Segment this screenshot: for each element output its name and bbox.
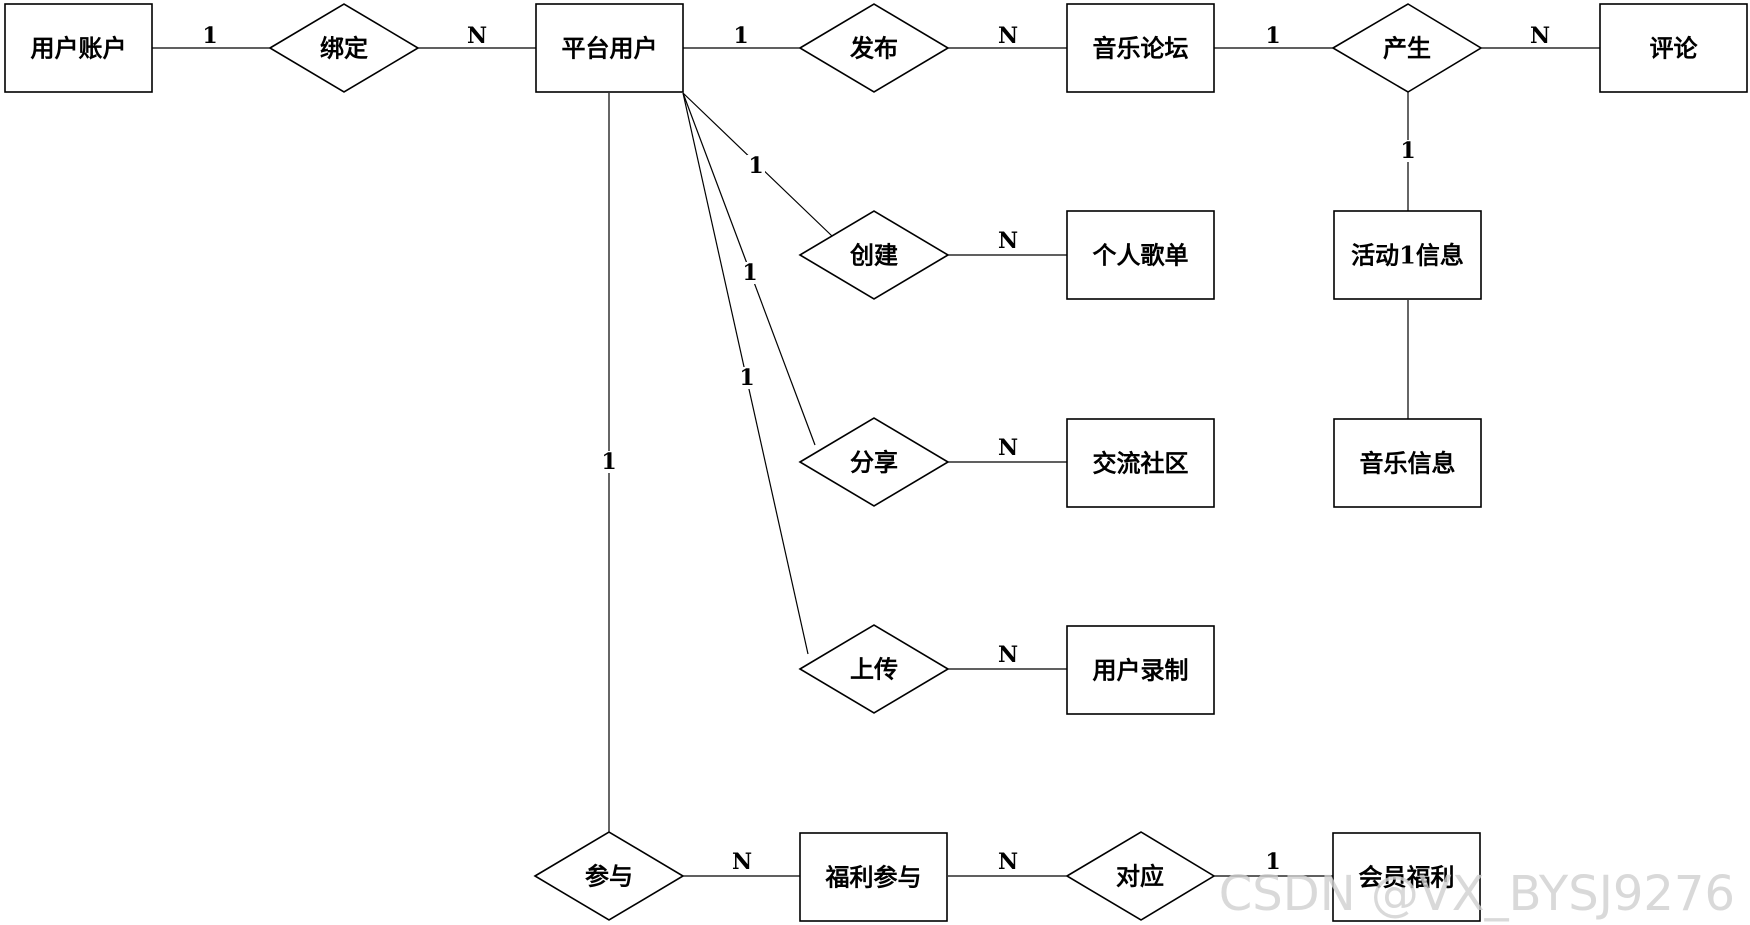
cardinality-share-to: N bbox=[998, 435, 1018, 461]
entity-welfare-participation-label: 福利参与 bbox=[825, 863, 922, 892]
entity-music-info-label: 音乐信息 bbox=[1360, 449, 1456, 478]
relationship-create-label: 创建 bbox=[849, 241, 898, 270]
cardinality-upload-from: 1 bbox=[739, 365, 754, 391]
entity-member-welfare: 会员福利 bbox=[1332, 832, 1481, 922]
relationship-publish: 发布 bbox=[798, 3, 950, 93]
csdn-watermark: CSDN @VX_BYSJ9276 bbox=[1219, 866, 1735, 922]
relationship-bind-label: 绑定 bbox=[320, 34, 368, 63]
entity-music-info: 音乐信息 bbox=[1333, 418, 1482, 508]
entity-welfare-participation: 福利参与 bbox=[799, 832, 948, 922]
entity-platform-user: 平台用户 bbox=[535, 3, 684, 93]
relationship-participate-label: 参与 bbox=[585, 862, 633, 891]
cardinality-labels: 1 N 1 N 1 N 1 1 N 1 N 1 N 1 N N 1 bbox=[201, 23, 1550, 875]
entity-platform-user-label: 平台用户 bbox=[562, 34, 658, 63]
relationship-correspond: 对应 bbox=[1065, 831, 1216, 921]
cardinality-correspond-to: 1 bbox=[1265, 849, 1280, 875]
relationship-upload: 上传 bbox=[798, 624, 950, 714]
cardinality-produce-from: 1 bbox=[1265, 23, 1280, 49]
entity-activity-info: 活动1信息 bbox=[1333, 210, 1482, 300]
relationship-participate: 参与 bbox=[533, 831, 685, 921]
entity-member-welfare-label: 会员福利 bbox=[1359, 863, 1455, 892]
relationship-correspond-label: 对应 bbox=[1116, 862, 1164, 891]
entity-comment: 评论 bbox=[1599, 3, 1748, 93]
cardinality-publish-to: N bbox=[998, 23, 1018, 49]
relationship-produce: 产生 bbox=[1331, 3, 1483, 93]
relationship-upload-label: 上传 bbox=[850, 655, 898, 684]
cardinality-produce-to: N bbox=[1530, 23, 1550, 49]
entity-music-forum-label: 音乐论坛 bbox=[1093, 34, 1189, 63]
cardinality-bind-from: 1 bbox=[202, 23, 217, 49]
entity-user-account: 用户账户 bbox=[4, 3, 153, 93]
cardinality-bind-to: N bbox=[467, 23, 487, 49]
entity-activity-info-label: 活动1信息 bbox=[1351, 241, 1464, 270]
cardinality-correspond-from: N bbox=[998, 849, 1018, 875]
cardinality-participate-from: 1 bbox=[601, 449, 616, 475]
relationship-share-label: 分享 bbox=[850, 448, 898, 477]
cardinality-upload-to: N bbox=[998, 642, 1018, 668]
cardinality-share-from: 1 bbox=[742, 260, 757, 286]
entity-personal-playlist-label: 个人歌单 bbox=[1093, 241, 1189, 270]
relationship-share: 分享 bbox=[798, 417, 950, 507]
cardinality-create-from: 1 bbox=[748, 153, 763, 179]
cardinality-create-to: N bbox=[998, 228, 1018, 254]
relationship-publish-label: 发布 bbox=[849, 34, 898, 63]
entity-comment-label: 评论 bbox=[1650, 34, 1699, 63]
entity-user-recording: 用户录制 bbox=[1066, 625, 1215, 715]
entity-exchange-community-label: 交流社区 bbox=[1093, 449, 1189, 478]
relationship-produce-label: 产生 bbox=[1383, 34, 1431, 63]
relationship-bind: 绑定 bbox=[268, 3, 420, 93]
entity-user-account-label: 用户账户 bbox=[31, 34, 127, 63]
cardinality-produce-down: 1 bbox=[1400, 138, 1415, 164]
cardinality-participate-to: N bbox=[732, 849, 752, 875]
cardinality-publish-from: 1 bbox=[733, 23, 748, 49]
entity-music-forum: 音乐论坛 bbox=[1066, 3, 1215, 93]
relationship-create: 创建 bbox=[798, 210, 950, 300]
entity-exchange-community: 交流社区 bbox=[1066, 418, 1215, 508]
entity-personal-playlist: 个人歌单 bbox=[1066, 210, 1215, 300]
entity-user-recording-label: 用户录制 bbox=[1093, 656, 1189, 685]
